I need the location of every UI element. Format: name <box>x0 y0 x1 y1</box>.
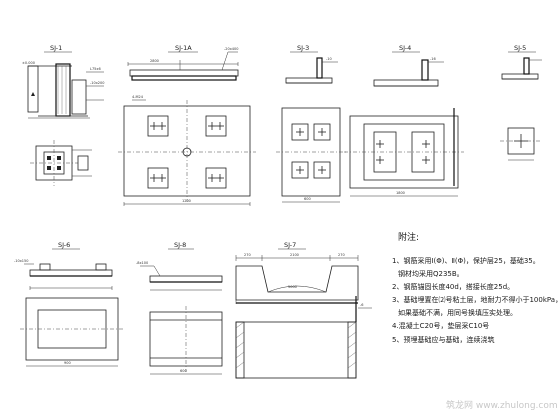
svg-text:600: 600 <box>304 197 311 201</box>
notes-heading: 附注: <box>398 231 419 243</box>
detail-sj4: SJ-4 -16 1800 <box>344 44 464 197</box>
note-line-3: 2、钢筋锚固长度40d，搭接长度25d。 <box>392 282 514 291</box>
sj6-section-plate <box>29 269 113 277</box>
svg-text:±0.000: ±0.000 <box>22 61 35 65</box>
svg-text:2800: 2800 <box>150 59 159 63</box>
svg-text:270: 270 <box>338 253 345 257</box>
svg-text:-10x200: -10x200 <box>90 81 104 85</box>
svg-text:1800: 1800 <box>396 191 405 195</box>
svg-text:5000: 5000 <box>288 285 297 289</box>
sj1a-section-plate <box>129 69 239 77</box>
detail-title-sj5: SJ-5 <box>514 44 526 52</box>
sj8-section-plate <box>149 275 223 283</box>
detail-sj6: SJ-6 -10x150 900 <box>14 241 124 367</box>
detail-title-sj1a: SJ-1A <box>175 44 192 52</box>
svg-text:L75x6: L75x6 <box>90 67 101 71</box>
svg-text:1200: 1200 <box>182 199 191 203</box>
sj3-section-plate <box>285 77 333 84</box>
note-line-6: 4.混凝土C20号，垫层采C10号 <box>392 321 489 330</box>
svg-text:270: 270 <box>244 253 251 257</box>
note-line-1: 1、钢筋采用Ⅰ(Φ)、Ⅱ(Φ)，保护层25，基础35。 <box>392 256 540 265</box>
sj5-section-plate <box>501 73 539 80</box>
sj1-side-block <box>27 65 39 113</box>
svg-text:900: 900 <box>64 361 71 365</box>
detail-title-sj3: SJ-3 <box>297 44 309 52</box>
sj7-section-outline <box>235 265 359 301</box>
svg-text:-8x100: -8x100 <box>136 261 148 265</box>
detail-sj8: SJ-8 -8x100 600 <box>136 241 223 375</box>
svg-text:-6: -6 <box>360 303 364 307</box>
detail-sj7: SJ-7 270 2100 270 5000 -6 <box>235 241 372 379</box>
detail-title-sj8: SJ-8 <box>174 241 186 249</box>
svg-text:600: 600 <box>180 369 187 373</box>
svg-text:-10: -10 <box>326 57 332 61</box>
watermark: 筑龙网 www.zhulong.com <box>446 399 558 411</box>
detail-sj5: SJ-5 <box>500 44 542 161</box>
svg-text:2100: 2100 <box>290 253 299 257</box>
sj1a-anchor-plates <box>147 115 227 189</box>
svg-text:4-M24: 4-M24 <box>132 95 144 99</box>
sj4-section-plate <box>373 79 439 87</box>
detail-title-sj6: SJ-6 <box>58 241 70 249</box>
detail-sj1: SJ-1 L75x6 -10x200 ±0.000 <box>22 44 104 186</box>
detail-sj3: SJ-3 -10 600 <box>276 44 346 203</box>
note-line-7: 5、预埋基础应与基础，连续浇筑 <box>392 335 494 344</box>
svg-text:-16: -16 <box>430 57 436 61</box>
svg-text:-20x400: -20x400 <box>224 47 238 51</box>
note-line-4: 3、基础埋置在⑵号粘土层，地耐力不得小于100kPa， <box>392 295 560 304</box>
detail-title-sj7: SJ-7 <box>284 241 296 249</box>
note-line-5: 如果基础不满，用同号换填压实处理。 <box>398 308 517 317</box>
sj7-plan-outline <box>235 321 357 379</box>
detail-title-sj4: SJ-4 <box>399 44 411 52</box>
detail-title-sj1: SJ-1 <box>50 44 62 52</box>
note-line-2: 钢材均采用Q235B。 <box>398 269 464 278</box>
sj1a-center-hole <box>182 147 192 157</box>
detail-sj1a: SJ-1A -20x400 2800 <box>118 44 256 206</box>
svg-text:-10x150: -10x150 <box>14 259 28 263</box>
notes-block: 附注: 1、钢筋采用Ⅰ(Φ)、Ⅱ(Φ)，保护层25，基础35。 钢材均采用Q23… <box>392 231 560 344</box>
